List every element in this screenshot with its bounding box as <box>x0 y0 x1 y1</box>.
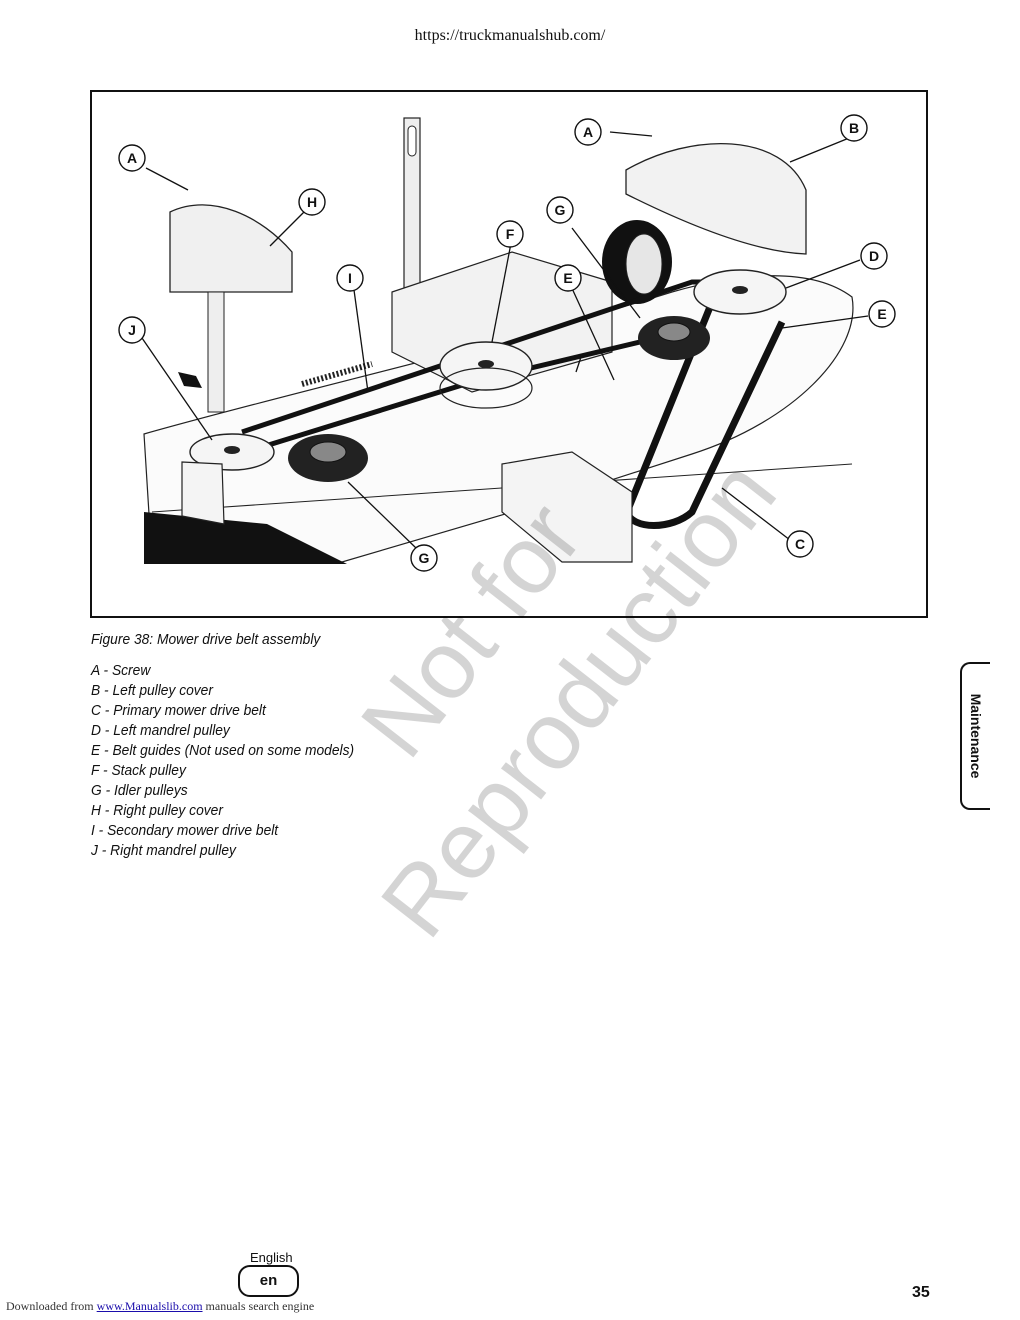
legend-item: B - Left pulley cover <box>91 682 213 699</box>
parts-legend: A - Screw B - Left pulley cover C - Prim… <box>91 661 377 861</box>
svg-text:E: E <box>877 306 886 322</box>
svg-text:H: H <box>307 194 317 210</box>
lower-bracket-center <box>501 451 633 563</box>
callout-d: D <box>860 242 888 270</box>
left-pulley-cover <box>625 142 807 255</box>
language-label: English <box>250 1250 293 1265</box>
cover-stem <box>207 291 225 413</box>
legend-item: E - Belt guides (Not used on some models… <box>91 742 355 759</box>
callout-h: H <box>298 188 326 216</box>
footer-suffix: manuals search engine <box>205 1299 315 1313</box>
header-url: https://truckmanualshub.com/ <box>414 27 606 44</box>
svg-text:I: I <box>348 270 352 286</box>
svg-text:A: A <box>583 124 593 140</box>
callout-g-top: G <box>546 196 574 224</box>
legend-item: I - Secondary mower drive belt <box>91 822 279 839</box>
callout-f: F <box>496 220 524 248</box>
figure-caption: Figure 38: Mower drive belt assembly <box>91 631 321 648</box>
svg-text:E: E <box>563 270 572 286</box>
legend-item: G - Idler pulleys <box>91 782 188 799</box>
svg-text:C: C <box>795 536 805 552</box>
svg-text:G: G <box>555 202 566 218</box>
leader-lines <box>141 131 869 549</box>
callout-j: J <box>118 316 146 344</box>
legend-item: F - Stack pulley <box>91 762 186 779</box>
callout-e-left: E <box>554 264 582 292</box>
callout-a-right: A <box>574 118 602 146</box>
svg-text:J: J <box>128 322 136 338</box>
section-tab-maintenance: Maintenance <box>960 662 990 810</box>
footer-prefix: Downloaded from <box>6 1299 94 1313</box>
discharge-shield <box>144 512 347 564</box>
svg-text:D: D <box>869 248 879 264</box>
callout-i: I <box>336 264 364 292</box>
legend-item: J - Right mandrel pulley <box>91 842 236 859</box>
manualslib-link[interactable]: www.Manualslib.com <box>96 1299 203 1313</box>
callout-b: B <box>840 114 868 142</box>
mower-belt-illustration: A B A H G F D I E E J C G <box>118 114 896 572</box>
callout-a-left: A <box>118 144 146 172</box>
lower-bracket-left <box>181 461 225 525</box>
legend-item: C - Primary mower drive belt <box>91 702 266 719</box>
callout-c: C <box>786 530 814 558</box>
right-pulley-cover <box>169 204 293 293</box>
legend-item: A - Screw <box>91 662 151 679</box>
svg-text:G: G <box>419 550 430 566</box>
svg-text:B: B <box>849 120 859 136</box>
legend-item: H - Right pulley cover <box>91 802 223 819</box>
section-tab-label: Maintenance <box>968 693 984 779</box>
wing-nut <box>178 372 202 388</box>
legend-item: D - Left mandrel pulley <box>91 722 230 739</box>
language-badge: en <box>238 1265 299 1297</box>
callout-g-bottom: G <box>410 544 438 572</box>
callout-e-right: E <box>868 300 896 328</box>
figure-frame: A B A H G F D I E E J C G <box>90 90 928 618</box>
svg-text:A: A <box>127 150 137 166</box>
tension-spring <box>301 361 373 387</box>
page-number: 35 <box>912 1284 930 1301</box>
footer: Downloaded from www.Manualslib.com manua… <box>6 1299 314 1314</box>
svg-text:F: F <box>506 226 515 242</box>
bracket-slot <box>407 125 417 157</box>
